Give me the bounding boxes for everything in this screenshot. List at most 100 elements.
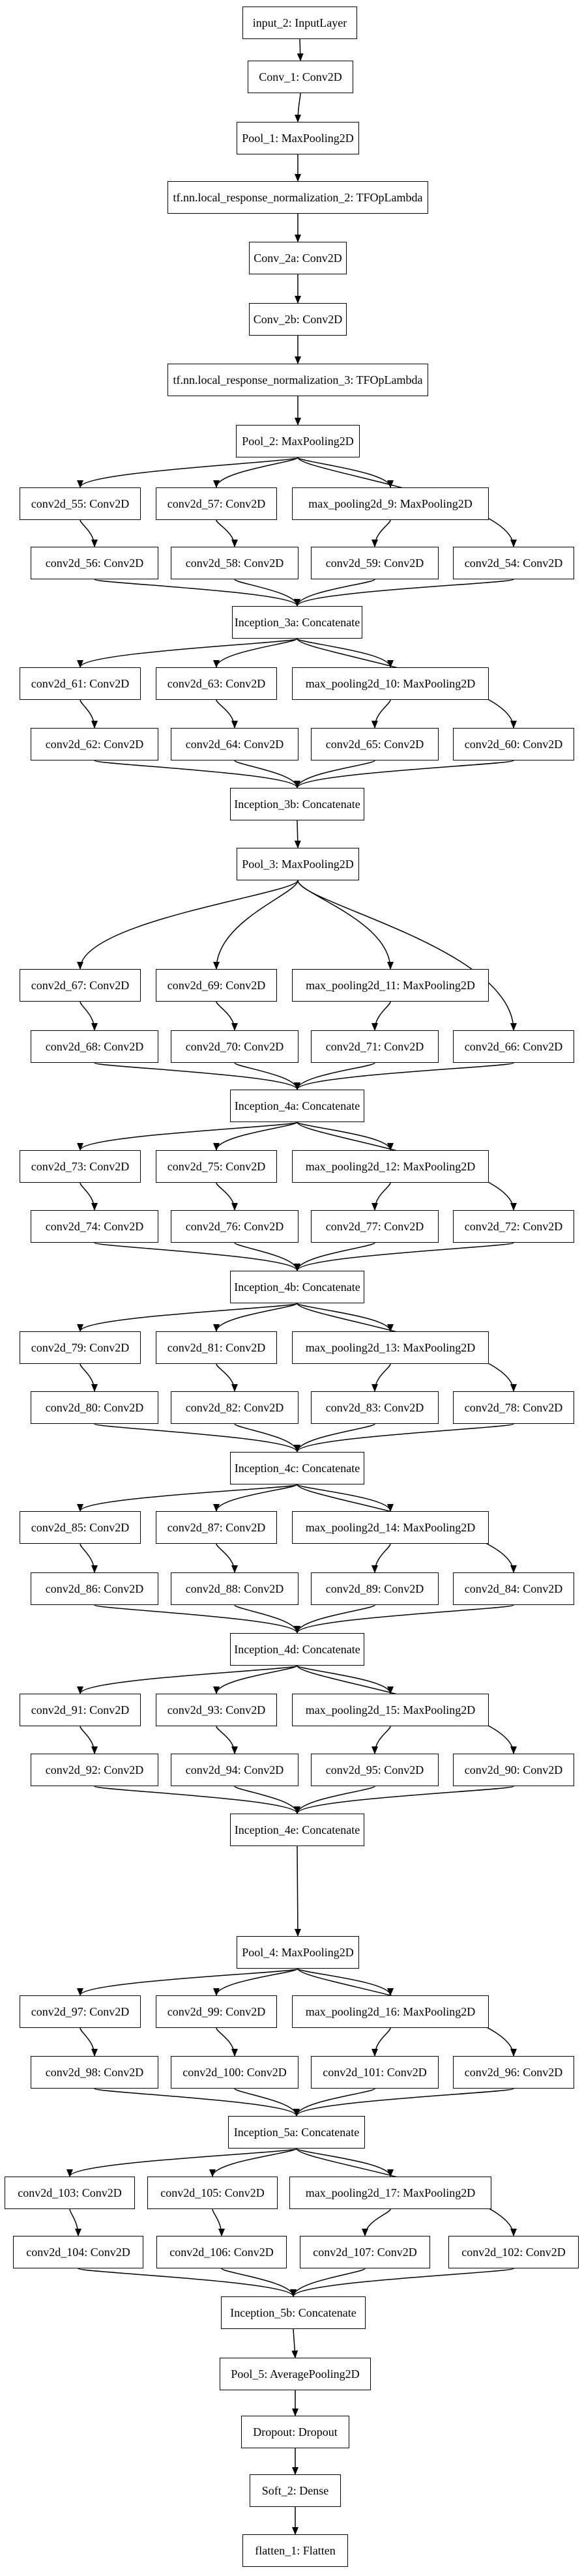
layer-node: conv2d_71: Conv2D [311,1030,439,1063]
layer-node: conv2d_57: Conv2D [156,487,277,520]
edge-arrow [80,1363,98,1392]
layer-node: conv2d_56: Conv2D [31,547,158,579]
layer-node: Inception_5b: Concatenate [221,2296,366,2329]
layer-node: max_pooling2d_13: MaxPooling2D [292,1331,489,1364]
edge-arrow [297,880,517,1031]
layer-node: conv2d_99: Conv2D [156,1995,277,2028]
layer-node: Inception_5a: Concatenate [228,2116,365,2149]
layer-node: conv2d_65: Conv2D [311,728,439,760]
edge-arrow [80,1001,98,1031]
layer-node: max_pooling2d_15: MaxPooling2D [292,1694,489,1726]
layer-node: conv2d_95: Conv2D [311,1754,439,1786]
edge-arrow [94,579,300,607]
edge-arrow [371,699,391,729]
layer-node: conv2d_101: Conv2D [311,2056,439,2089]
layer-node: max_pooling2d_10: MaxPooling2D [292,667,489,700]
layer-node: conv2d_93: Conv2D [156,1694,277,1726]
layer-node: conv2d_105: Conv2D [147,2177,278,2209]
edge-arrow [371,1726,391,1754]
edge-arrow [296,2148,394,2177]
edge-arrow [80,519,98,547]
layer-node: input_2: InputLayer [242,7,357,39]
layer-node: conv2d_102: Conv2D [448,2236,579,2268]
edge-arrow [77,1303,298,1332]
edge-arrow [290,2268,514,2297]
edge-arrow [94,1242,300,1271]
layer-node: conv2d_61: Conv2D [20,667,141,700]
layer-node: conv2d_69: Conv2D [156,969,277,1002]
edge-arrow [362,2208,391,2236]
layer-node: Inception_3b: Concatenate [230,788,364,820]
edge-arrow [294,1423,514,1453]
edge-arrow [371,2027,391,2057]
edge-arrow [216,519,238,547]
layer-node: Pool_3: MaxPooling2D [237,848,359,880]
layer-node: Inception_4c: Concatenate [230,1452,364,1484]
edge-arrow [293,2088,514,2117]
edge-arrow [216,699,238,729]
layer-node: conv2d_82: Conv2D [171,1391,298,1424]
layer-node: conv2d_54: Conv2D [453,547,574,579]
edge-arrow [297,1303,394,1332]
layer-node: tf.nn.local_response_normalization_3: TF… [167,364,428,396]
edge-arrow [216,2027,238,2057]
layer-node: Pool_4: MaxPooling2D [237,1936,359,1969]
layer-node: conv2d_90: Conv2D [453,1754,574,1786]
edge-arrow [216,1001,238,1031]
edge-arrow [94,1604,300,1634]
edge-arrow [94,2088,300,2117]
edge-arrow [371,1363,391,1392]
layer-node: conv2d_62: Conv2D [31,728,158,760]
layer-node: conv2d_73: Conv2D [20,1150,141,1183]
edge-arrow [294,1786,514,1814]
edge-arrow [213,1484,298,1512]
edge-arrow [212,2208,225,2236]
layer-node: Inception_4b: Concatenate [230,1271,364,1303]
layer-node: max_pooling2d_17: MaxPooling2D [289,2177,491,2209]
edge-arrow [77,880,298,970]
edge-arrow [94,1786,300,1814]
layer-node: conv2d_64: Conv2D [171,728,298,760]
edge-arrow [213,1665,298,1694]
layer-node: conv2d_79: Conv2D [20,1331,141,1364]
layer-node: conv2d_86: Conv2D [31,1572,158,1605]
edge-arrow [297,1122,394,1151]
layer-node: max_pooling2d_11: MaxPooling2D [292,969,489,1002]
layer-node: Soft_2: Dense [250,2474,341,2507]
layer-node: conv2d_89: Conv2D [311,1572,439,1605]
layer-node: Pool_5: AveragePooling2D [220,2358,371,2390]
edge-arrow [213,1303,298,1332]
edge-arrow [94,1423,300,1453]
layer-node: conv2d_100: Conv2D [171,2056,298,2089]
layer-node: conv2d_83: Conv2D [311,1391,439,1424]
layer-node: conv2d_98: Conv2D [31,2056,158,2089]
edge-arrow [294,760,514,789]
layer-node: conv2d_60: Conv2D [453,728,574,760]
edge-arrow [371,1001,391,1031]
edge-arrow [66,2148,297,2177]
edge-arrow [213,880,298,970]
layer-node: conv2d_88: Conv2D [171,1572,298,1605]
edge-arrow [297,1484,394,1512]
edge-arrow [94,1062,300,1090]
layer-node: conv2d_94: Conv2D [171,1754,298,1786]
edge-arrow [371,519,391,547]
layer-node: conv2d_59: Conv2D [311,547,439,579]
layer-node: conv2d_77: Conv2D [311,1210,439,1243]
edge-arrow [77,1484,298,1512]
edge-arrow [77,457,298,488]
layer-node: conv2d_96: Conv2D [453,2056,574,2089]
edge-arrow [371,1543,391,1573]
edge-arrow [213,1968,298,1996]
edge-arrow [77,1122,298,1151]
layer-node: tf.nn.local_response_normalization_2: TF… [167,181,428,214]
edge-arrow [297,1665,394,1694]
layer-node: conv2d_58: Conv2D [171,547,298,579]
edge-arrow [216,1363,238,1392]
edge-arrow [297,1968,394,1996]
layer-node: Conv_1: Conv2D [248,61,353,93]
layer-node: conv2d_78: Conv2D [453,1391,574,1424]
layer-node: conv2d_91: Conv2D [20,1694,141,1726]
